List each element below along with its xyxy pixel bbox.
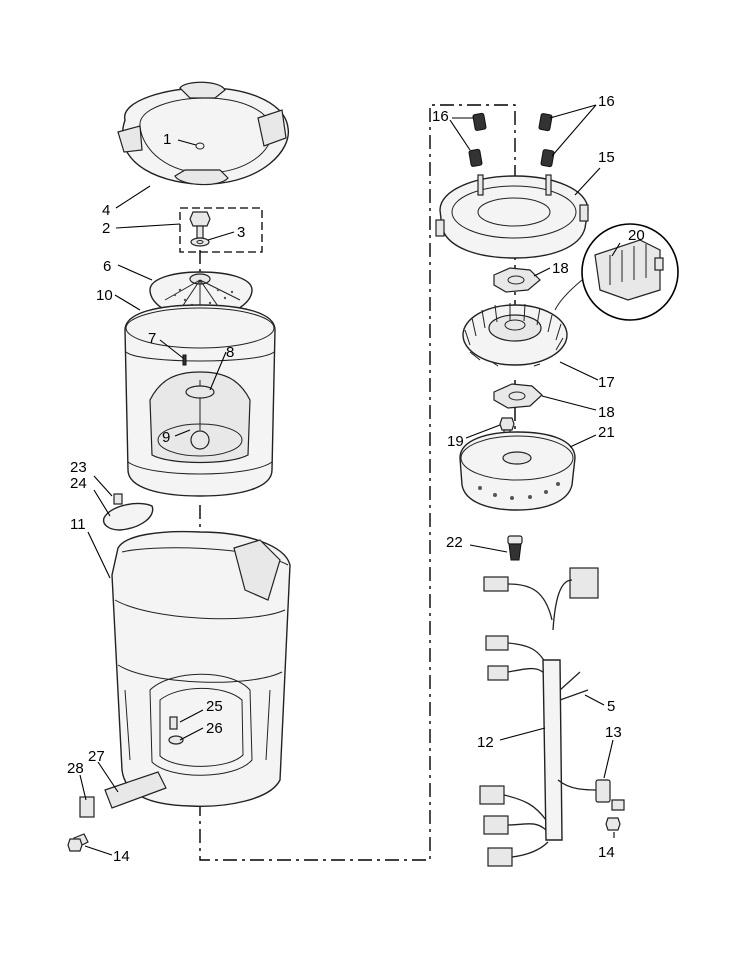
- wire-clip-detail-part[interactable]: [554, 223, 679, 321]
- outer-tub-part[interactable]: [73, 530, 291, 848]
- callout-15: 15: [598, 149, 615, 166]
- callout-23: 23: [70, 459, 87, 476]
- rotor-part[interactable]: [459, 431, 576, 511]
- callout-28: 28: [67, 760, 84, 777]
- callout-labels: 1 2 3 4 5 6 7 8 9 10 11 12 13 14 14 15 1…: [67, 93, 645, 865]
- wire-harness-part[interactable]: [479, 567, 625, 867]
- callout-5: 5: [607, 698, 615, 715]
- isolator-parts[interactable]: [468, 112, 555, 168]
- callout-21: 21: [598, 424, 615, 441]
- callout-1: 1: [163, 131, 171, 148]
- leader-lines: [79, 104, 621, 856]
- callout-27: 27: [88, 748, 105, 765]
- agitator-bolt-part[interactable]: [189, 211, 211, 247]
- callout-16-right: 16: [598, 93, 615, 110]
- screw-parts[interactable]: [67, 817, 621, 852]
- tub-ring-part[interactable]: [117, 81, 289, 186]
- callout-13: 13: [605, 724, 622, 741]
- callout-12: 12: [477, 734, 494, 751]
- callout-9: 9: [162, 429, 170, 446]
- wash-basket-part[interactable]: [124, 304, 276, 497]
- callout-10: 10: [96, 287, 113, 304]
- callout-25: 25: [206, 698, 223, 715]
- callout-26: 26: [206, 720, 223, 737]
- callout-18-bottom: 18: [598, 404, 615, 421]
- motor-housing-cover-part[interactable]: [435, 174, 589, 259]
- callout-3: 3: [237, 224, 245, 241]
- callout-17: 17: [598, 374, 615, 391]
- callout-14-left: 14: [113, 848, 130, 865]
- callout-4: 4: [102, 202, 110, 219]
- callout-24: 24: [70, 475, 87, 492]
- callout-16-left: 16: [432, 108, 449, 125]
- tub-bracket-part[interactable]: [102, 493, 154, 531]
- stator-part[interactable]: [462, 303, 568, 367]
- callout-7: 7: [148, 330, 156, 347]
- callout-8: 8: [226, 344, 234, 361]
- callout-11: 11: [70, 516, 86, 533]
- callout-19: 19: [447, 433, 464, 450]
- callout-6: 6: [103, 258, 111, 275]
- drive-plug-part[interactable]: [507, 535, 523, 561]
- callout-18-top: 18: [552, 260, 569, 277]
- callout-14-right: 14: [598, 844, 615, 861]
- callout-22: 22: [446, 534, 463, 551]
- gasket-parts[interactable]: [493, 267, 543, 409]
- callout-2: 2: [102, 220, 110, 237]
- callout-20: 20: [628, 227, 645, 244]
